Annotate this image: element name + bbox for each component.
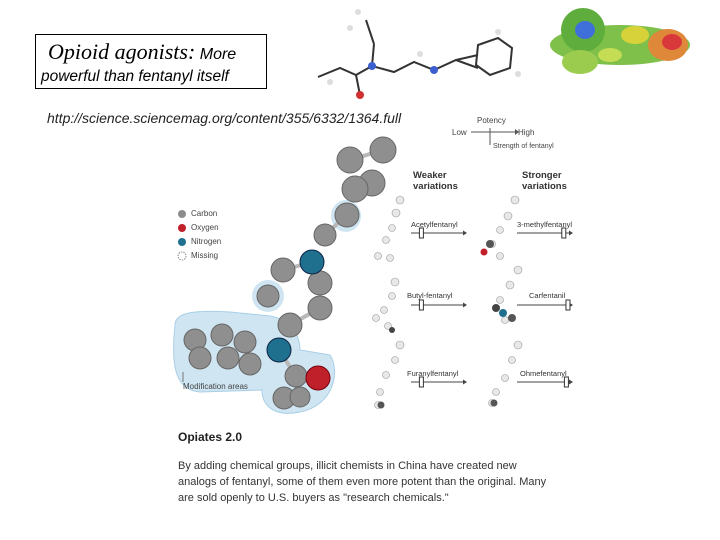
- carbon-atoms: [183, 136, 397, 410]
- caption-body: By adding chemical groups, illicit chemi…: [178, 460, 547, 504]
- potency-key: [471, 128, 519, 145]
- potency-knob: [565, 299, 571, 311]
- potency-title: Potency: [477, 116, 506, 125]
- title-sans: More: [199, 46, 237, 63]
- title-line-2: powerful than fentanyl itself: [41, 68, 229, 85]
- title-serif: Opioid agonists:: [48, 39, 196, 64]
- weaker-heading: Weaker variations: [413, 170, 458, 192]
- caption-title: Opiates 2.0: [178, 430, 243, 444]
- potency-knob: [561, 227, 567, 239]
- variation-name: Furanylfentanyl: [407, 369, 459, 378]
- title-box: Opioid agonists: More powerful than fent…: [35, 34, 267, 89]
- nitrogen-atom: [266, 337, 292, 363]
- variation-name: Acetylfentanyl: [411, 220, 458, 229]
- potency-arrow: [569, 379, 573, 385]
- potency-knob: [563, 376, 569, 388]
- variation-name: Butyl-fentanyl: [407, 291, 453, 300]
- title-line-1: Opioid agonists: More: [48, 39, 236, 65]
- potency-strength: Strength of fentanyl: [493, 143, 554, 150]
- variation-name: Carfentanil: [529, 291, 566, 300]
- stronger-heading: Stronger variations: [522, 170, 567, 192]
- source-url[interactable]: http://science.sciencemag.org/content/35…: [47, 110, 402, 126]
- nitrogen-dot: [430, 66, 438, 74]
- legend-markers: [177, 210, 187, 261]
- potency-arrow: [569, 230, 573, 236]
- skeletal-structure-image: [317, 19, 514, 96]
- modification-areas-label: Modification areas: [183, 382, 248, 391]
- nitrogen-atom: [299, 249, 325, 275]
- variation-modified-atoms: [377, 240, 516, 409]
- potency-low: Low: [452, 128, 467, 137]
- potency-knob: [418, 299, 424, 311]
- legend-label-nitrogen: Nitrogen: [191, 237, 222, 246]
- variation-name: 3-methylfentanyl: [517, 220, 573, 229]
- legend-label-missing: Missing: [191, 251, 219, 260]
- legend-label-carbon: Carbon: [191, 209, 218, 218]
- nitrogen-dot: [368, 62, 376, 70]
- variation-name: Ohmefentanyl: [520, 369, 567, 378]
- potency-high: High: [518, 128, 535, 137]
- potency-arrow: [463, 302, 467, 308]
- potency-knob: [418, 227, 424, 239]
- electrostatic-surface-image: [550, 8, 690, 74]
- potency-arrow: [463, 379, 467, 385]
- potency-knob: [418, 376, 424, 388]
- oxygen-atom: [305, 365, 331, 391]
- potency-arrow: [463, 230, 467, 236]
- hydrogen-dots: [327, 9, 521, 85]
- oxygen-dot: [356, 91, 364, 99]
- legend-label-oxygen: Oxygen: [191, 223, 219, 232]
- potency-sliders: [411, 227, 573, 388]
- variation-molecules: [372, 195, 523, 409]
